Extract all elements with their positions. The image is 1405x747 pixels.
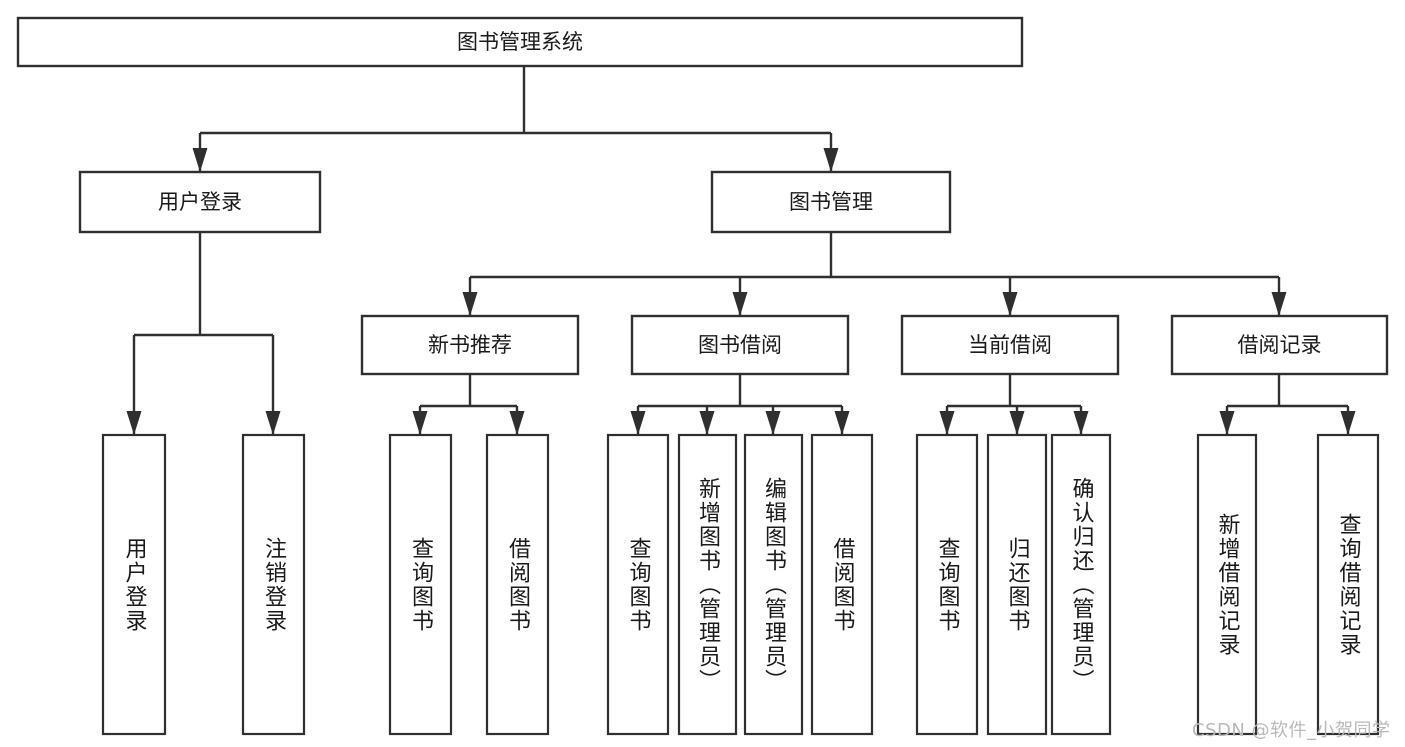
group-branch-2-arrowhead-1 — [1009, 411, 1025, 435]
node-leaf-box-11[interactable] — [1196, 433, 1258, 736]
root-branch-arrowhead-1 — [823, 148, 839, 172]
node-leaf-box-5[interactable] — [677, 433, 738, 736]
node-leaf-box-4[interactable] — [606, 433, 670, 736]
book-mgmt-branch-arrowhead-2 — [1002, 292, 1018, 316]
group-branch-1-arrowhead-0 — [630, 411, 646, 435]
node-leaf-box-2[interactable] — [388, 433, 453, 736]
node-root-box[interactable] — [16, 16, 1024, 68]
group-branch-1-arrowhead-3 — [834, 411, 850, 435]
node-level3-label-0: 新书推荐 — [428, 333, 512, 357]
group-branch-2-arrowhead-0 — [939, 411, 955, 435]
node-level3-box-3[interactable] — [1170, 314, 1389, 376]
node-leaf-box-3[interactable] — [485, 433, 550, 736]
node-level3-box-0[interactable] — [360, 314, 580, 376]
book-mgmt-branch-arrowhead-0 — [462, 292, 478, 316]
group-branch-2-arrowhead-2 — [1073, 411, 1089, 435]
node-level3-box-1[interactable] — [630, 314, 850, 376]
node-leaf-box-7[interactable] — [810, 433, 874, 736]
book-mgmt-branch-arrowhead-1 — [732, 292, 748, 316]
group-branch-0-arrowhead-1 — [509, 411, 525, 435]
node-level2-label-0: 用户登录 — [158, 190, 242, 214]
node-level3-label-2: 当前借阅 — [968, 333, 1052, 357]
node-level3-label-3: 借阅记录 — [1238, 333, 1322, 357]
group-branch-1-arrowhead-1 — [699, 411, 715, 435]
node-level2-box-0[interactable] — [78, 170, 322, 234]
node-root-label: 图书管理系统 — [457, 30, 583, 54]
node-leaf-box-8[interactable] — [915, 433, 979, 736]
node-level2-box-1[interactable] — [710, 170, 952, 234]
group-branch-3-arrowhead-0 — [1219, 411, 1235, 435]
group-branch-0-arrowhead-0 — [412, 411, 428, 435]
node-leaf-box-0[interactable] — [101, 433, 167, 736]
node-leaf-box-12[interactable] — [1316, 433, 1380, 736]
node-level2-label-1: 图书管理 — [789, 190, 873, 214]
node-level3-label-1: 图书借阅 — [698, 333, 782, 357]
node-leaf-box-1[interactable] — [241, 433, 306, 736]
book-mgmt-branch-arrowhead-3 — [1271, 292, 1287, 316]
node-leaf-box-9[interactable] — [986, 433, 1048, 736]
group-branch-1-arrowhead-2 — [765, 411, 781, 435]
user-login-branch-arrowhead-0 — [126, 411, 142, 435]
root-branch-arrowhead-0 — [192, 148, 208, 172]
connectors-layer — [126, 66, 1356, 435]
node-leaf-box-10[interactable] — [1050, 433, 1112, 736]
node-leaf-box-6[interactable] — [743, 433, 804, 736]
group-branch-3-arrowhead-1 — [1340, 411, 1356, 435]
node-level3-box-2[interactable] — [900, 314, 1120, 376]
watermark-text: CSDN @软件_小贺同学 — [1192, 720, 1391, 741]
user-login-branch-arrowhead-1 — [265, 411, 281, 435]
